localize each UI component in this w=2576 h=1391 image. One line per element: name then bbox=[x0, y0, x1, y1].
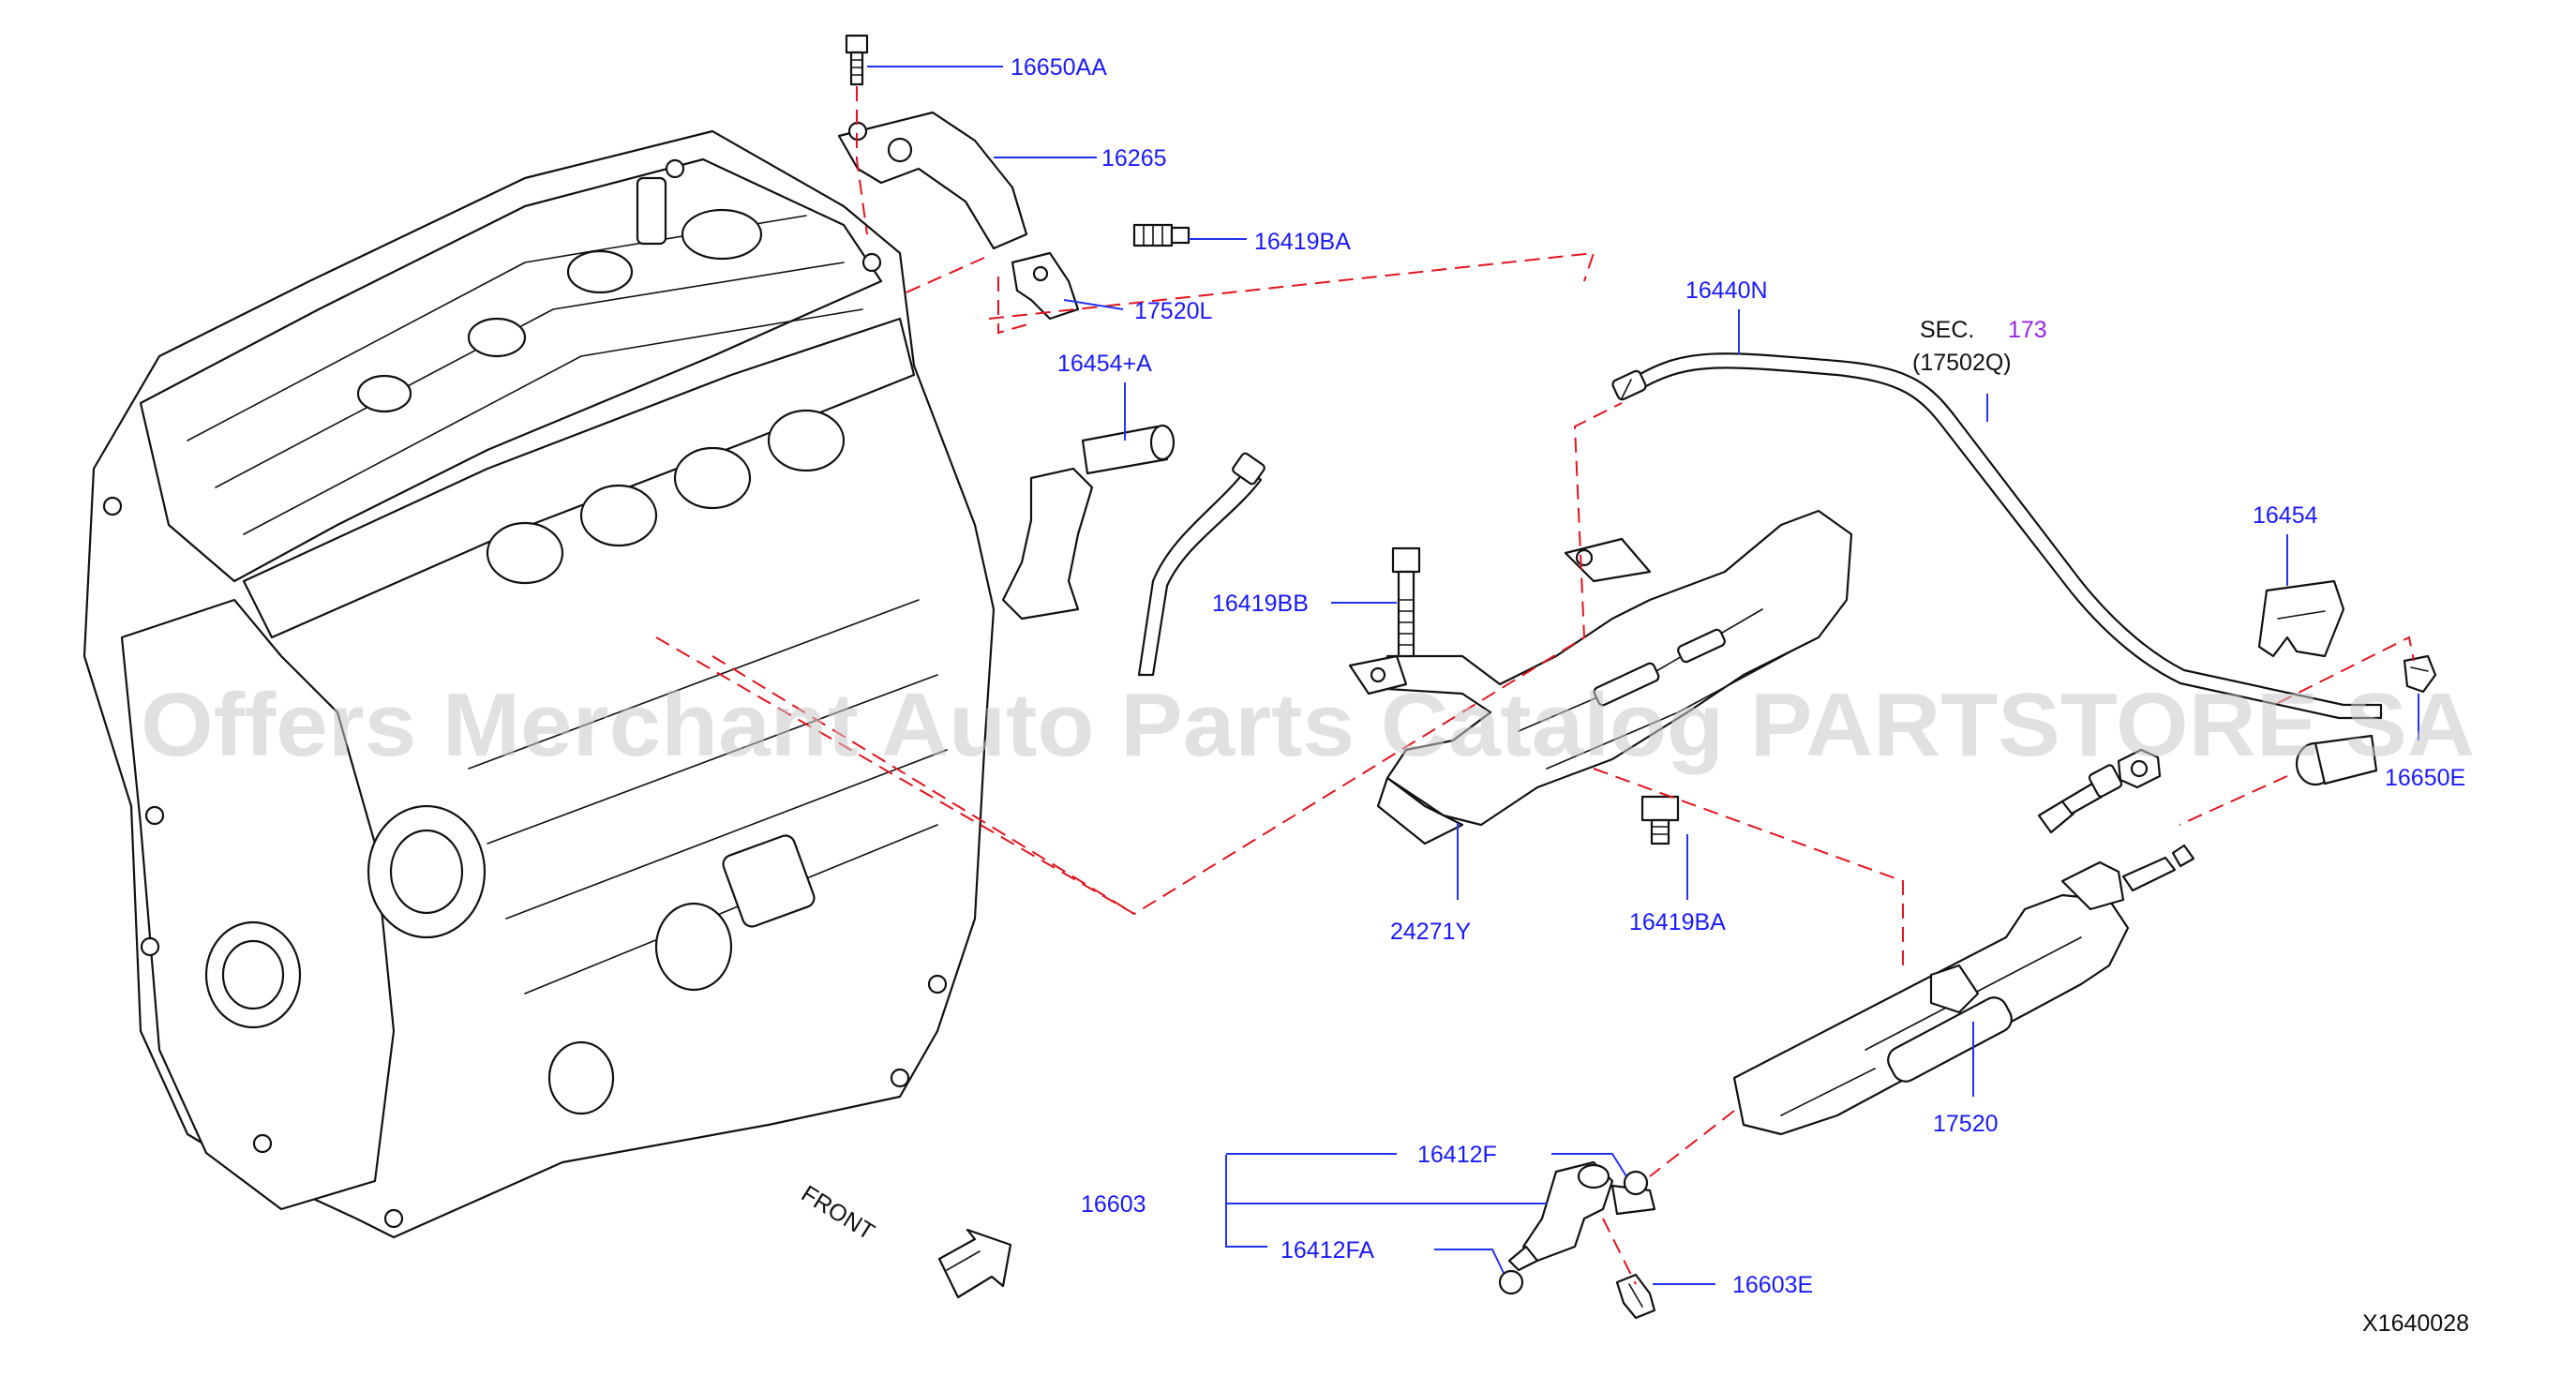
section-number-link[interactable]: 173 bbox=[2008, 317, 2047, 343]
section-label: SEC. bbox=[1920, 317, 1974, 343]
dash-bracket-to-head bbox=[899, 257, 985, 296]
hose-16454A bbox=[1001, 424, 1176, 621]
callout-17520L[interactable]: 17520L bbox=[1134, 298, 1213, 324]
callout-16603[interactable]: 16603 bbox=[1081, 1191, 1146, 1218]
quick-connector bbox=[2295, 734, 2378, 786]
engine-hanger-16265 bbox=[837, 111, 1028, 250]
callout-16650AA[interactable]: 16650AA bbox=[1011, 54, 1107, 81]
callout-24271Y[interactable]: 24271Y bbox=[1390, 919, 1472, 945]
callout-16454[interactable]: 16454 bbox=[2253, 502, 2318, 529]
fuel-rail-17520 bbox=[1732, 844, 2195, 1136]
dash-shield-to-rail bbox=[1593, 768, 1904, 965]
callout-16419BB[interactable]: 16419BB bbox=[1212, 591, 1309, 617]
clamp-16454 bbox=[2257, 579, 2345, 658]
fuel-feed-tube-16440N bbox=[1611, 352, 2383, 720]
watermark: Offers Merchant Auto Parts Catalog PARTS… bbox=[141, 675, 2475, 775]
bolt-16419BA-top bbox=[1132, 223, 1191, 247]
callout-16265[interactable]: 16265 bbox=[1101, 145, 1167, 172]
dash-injector-to-clip bbox=[1602, 1218, 1637, 1285]
bracket-17520L bbox=[1011, 251, 1080, 321]
assembly-dashed-links bbox=[655, 86, 2415, 1285]
section-part: (17502Q) bbox=[1912, 350, 2012, 376]
dash-head-to-rail bbox=[655, 402, 1623, 916]
dash-rail-to-injector bbox=[1649, 1110, 1735, 1177]
callout-16419BA-mid[interactable]: 16419BA bbox=[1629, 909, 1726, 935]
bolt-16419BB bbox=[1391, 546, 1421, 658]
bolt-16419BA-mid bbox=[1640, 795, 1680, 845]
diagram-code: X1640028 bbox=[2362, 1310, 2469, 1337]
callout-16603E[interactable]: 16603E bbox=[1732, 1272, 1813, 1298]
callout-16650E[interactable]: 16650E bbox=[2385, 765, 2465, 791]
pressure-sensor bbox=[2037, 764, 2123, 834]
dash-bolt-to-hanger bbox=[856, 86, 868, 235]
callout-17520[interactable]: 17520 bbox=[1933, 1111, 1999, 1137]
leader-lines bbox=[867, 66, 2419, 1285]
dash-bracket-to-loop bbox=[997, 277, 1032, 335]
vent-tube bbox=[1137, 452, 1266, 677]
dash-connector-to-rail bbox=[2179, 775, 2288, 826]
front-arrow bbox=[937, 1228, 1012, 1299]
bolt-16650AA bbox=[845, 34, 869, 86]
callout-16440N[interactable]: 16440N bbox=[1685, 277, 1768, 304]
nut bbox=[2117, 748, 2162, 789]
clip-16650E bbox=[2403, 654, 2437, 694]
callout-16454A[interactable]: 16454+A bbox=[1057, 351, 1152, 377]
o-ring-16412F bbox=[1623, 1170, 1649, 1196]
dash-block-to-shield bbox=[711, 655, 1135, 915]
o-ring-16412FA bbox=[1498, 1269, 1524, 1295]
heat-shield-bracket-24271Y bbox=[1348, 509, 1853, 845]
callout-16412FA[interactable]: 16412FA bbox=[1281, 1237, 1374, 1264]
dash-to-right-block bbox=[988, 251, 1595, 320]
engine-block bbox=[82, 129, 996, 1239]
callout-16419BA-top[interactable]: 16419BA bbox=[1254, 229, 1351, 255]
dash-to-clip16650E bbox=[2277, 636, 2415, 704]
clip-16603E bbox=[1615, 1273, 1656, 1320]
callout-16412F[interactable]: 16412F bbox=[1417, 1142, 1497, 1168]
fuel-injector-16603 bbox=[1507, 1160, 1656, 1272]
front-label: FRONT bbox=[797, 1180, 879, 1245]
